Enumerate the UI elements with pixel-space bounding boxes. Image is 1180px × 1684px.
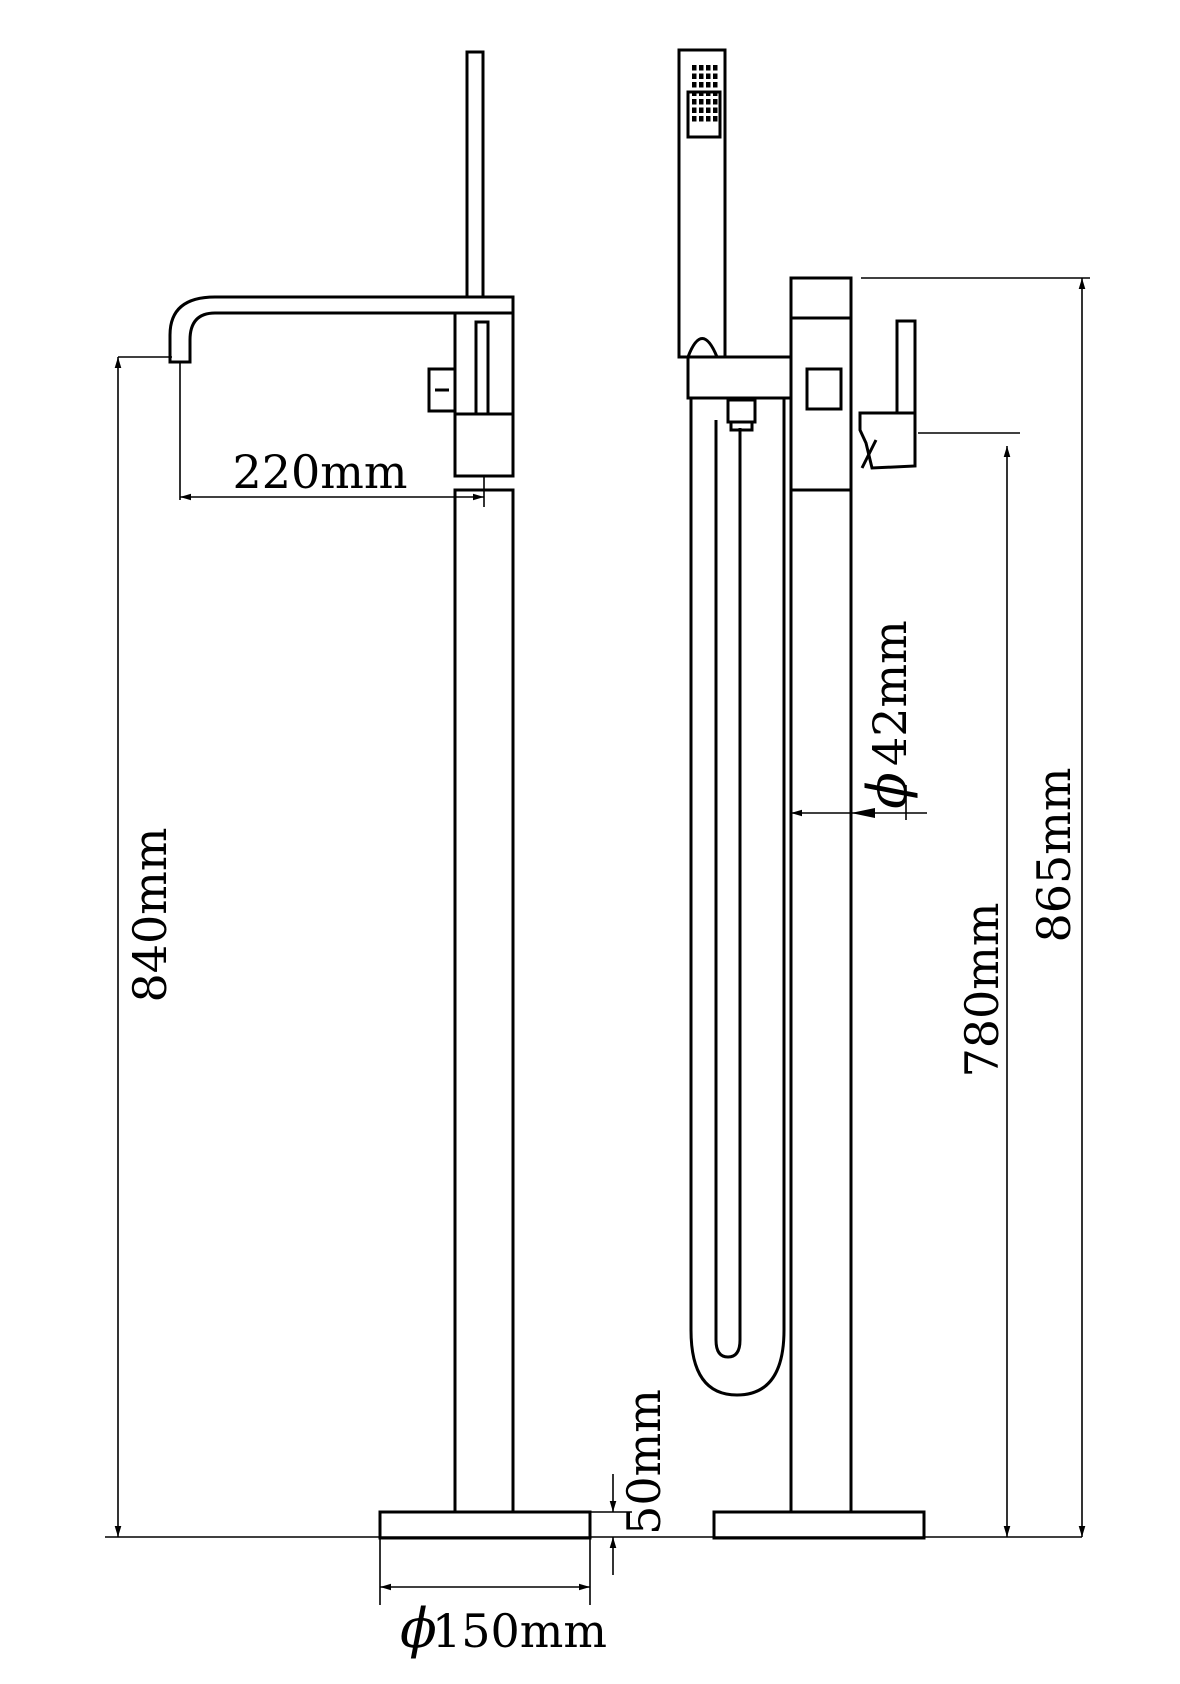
nozzle	[692, 82, 697, 88]
side-view	[677, 48, 926, 1540]
arrow-42-head	[851, 808, 875, 818]
nozzle	[692, 65, 697, 71]
nozzle	[699, 82, 704, 88]
nozzle	[706, 73, 711, 79]
nozzle	[713, 116, 718, 122]
side-lever-body	[858, 411, 917, 470]
nozzle	[699, 107, 704, 113]
front-upper-body	[453, 311, 515, 416]
side-lever-handle	[895, 319, 917, 415]
nozzle	[713, 99, 718, 105]
side-hand-shower-head	[686, 90, 722, 139]
nozzle	[699, 65, 704, 71]
label-total-height-front: 840mm	[123, 827, 177, 1002]
nozzle	[706, 107, 711, 113]
nozzle	[699, 90, 704, 96]
hose-connector	[726, 398, 757, 424]
nozzle	[692, 99, 697, 105]
side-main-column	[789, 276, 853, 1514]
front-spout	[168, 295, 515, 364]
label-base-thickness: 50mm	[617, 1389, 671, 1535]
nozzle-grid	[692, 65, 718, 122]
nozzle	[699, 73, 704, 79]
side-hand-shower-body	[677, 48, 727, 359]
base-diameter-symbol: ϕ	[400, 1597, 437, 1660]
side-lever-pivot	[860, 439, 878, 469]
label-spout-reach: 220mm	[232, 445, 407, 499]
pipe-diameter-value: 42mm	[863, 620, 917, 766]
label-handle-height: 780mm	[955, 902, 1009, 1077]
nozzle	[706, 90, 711, 96]
nozzle	[713, 73, 718, 79]
shower-hose-outer	[689, 398, 786, 1397]
shower-hose-inner	[714, 420, 742, 1359]
nozzle	[706, 99, 711, 105]
base-diameter-value: 150mm	[432, 1604, 607, 1658]
hose-connector-collar	[729, 420, 754, 432]
nozzle	[692, 116, 697, 122]
nozzle	[713, 65, 718, 71]
nozzle	[699, 99, 704, 105]
side-hand-shower-grip	[686, 337, 719, 358]
front-lever-handle	[474, 320, 490, 416]
nozzle	[713, 107, 718, 113]
front-view	[168, 50, 592, 1540]
nozzle	[706, 65, 711, 71]
front-hand-shower-wand	[465, 50, 485, 299]
side-holder-bracket	[686, 355, 793, 400]
front-riser-pipe	[453, 488, 515, 1514]
nozzle	[713, 82, 718, 88]
nozzle	[713, 90, 718, 96]
front-lower-body	[453, 412, 515, 478]
pipe-diameter-symbol: ϕ	[856, 772, 919, 809]
label-pipe-diameter: ϕ 42mm	[856, 620, 919, 809]
dimension-lines	[105, 277, 1090, 1605]
nozzle	[692, 73, 697, 79]
side-base-plate	[712, 1510, 926, 1540]
nozzle	[692, 90, 697, 96]
label-total-height-side: 865mm	[1027, 767, 1081, 942]
front-diverter-knob	[427, 367, 457, 413]
side-control-window	[805, 367, 843, 411]
dimension-labels: 220mm 840mm 865mm 780mm ϕ 42mm 50mm ϕ 15…	[123, 445, 1081, 1660]
nozzle	[706, 82, 711, 88]
front-base-plate	[378, 1510, 592, 1540]
label-base-diameter: ϕ 150mm	[400, 1597, 607, 1660]
nozzle	[699, 116, 704, 122]
nozzle	[706, 116, 711, 122]
nozzle	[692, 107, 697, 113]
